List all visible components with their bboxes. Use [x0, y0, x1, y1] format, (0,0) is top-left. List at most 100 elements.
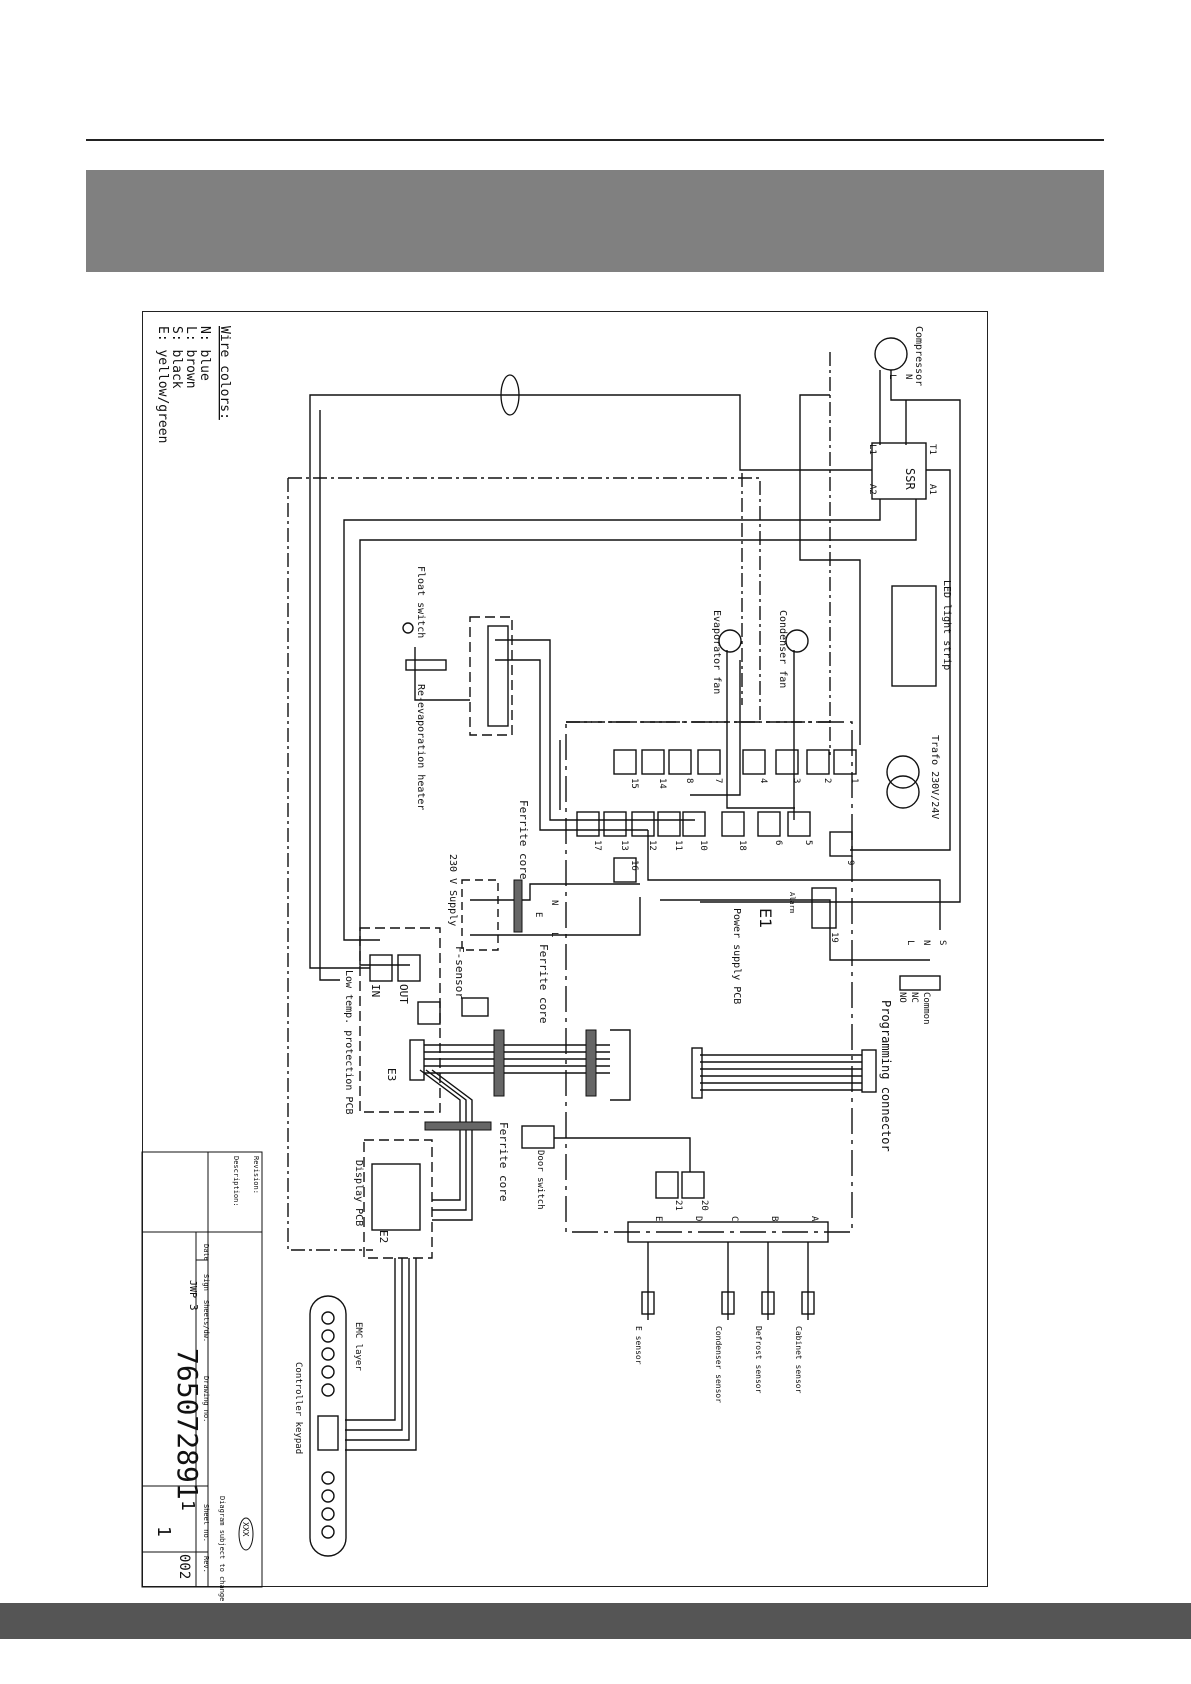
- compressor-label: Compressor: [913, 326, 924, 386]
- out-label: OUT: [397, 984, 410, 1004]
- notice-text: Diagram subject to change: [218, 1496, 226, 1601]
- wire-color-line: N: blue: [197, 326, 212, 381]
- description-label: Description:: [232, 1156, 240, 1207]
- drawing-number: 765072891: [171, 1348, 204, 1500]
- sheets-label: Sheets/dw.: [202, 1300, 210, 1342]
- terminal-number: 10: [698, 840, 708, 851]
- supply-pin: N: [549, 900, 559, 905]
- sign-label: Sign: [202, 1274, 210, 1291]
- alarm-pin: N: [921, 940, 931, 945]
- keypad-label: Controller keypad: [293, 1362, 303, 1454]
- e1-label: E1: [756, 908, 775, 928]
- ssr-pin: A1: [927, 484, 937, 495]
- sheets-value: 3: [187, 1304, 200, 1311]
- terminal-number: 15: [629, 778, 639, 789]
- logo-text: XXX: [241, 1522, 250, 1537]
- pcb-e2-outline: [363, 1139, 433, 1259]
- e2-label: E2: [377, 1230, 390, 1243]
- ssr-box: [871, 442, 927, 500]
- terminal-number: 2: [822, 778, 832, 783]
- ferrite-core-label: Ferrite core: [517, 800, 530, 879]
- evaporator-fan-label: Evaporator fan: [711, 610, 722, 694]
- sheet-no-label: Sheet no.: [202, 1504, 210, 1542]
- evaporator-fan-motor: [718, 629, 742, 653]
- terminal-number: 9: [845, 860, 855, 865]
- wire-colors-title: Wire colors:: [217, 326, 232, 420]
- condenser-sensor-label: Condenser sensor: [714, 1326, 723, 1403]
- compressor-motor: [874, 337, 908, 371]
- sign-value: JWP: [187, 1280, 198, 1298]
- sheet-of-value: 1: [153, 1526, 174, 1537]
- controller-keypad-shape: [309, 1295, 347, 1557]
- drawing-no-label: Drawing no.: [202, 1376, 210, 1422]
- terminal-number: 18: [737, 840, 747, 851]
- condenser-fan-label: Condenser fan: [777, 610, 788, 688]
- ssr-pin: L1: [867, 444, 877, 455]
- condenser-fan-motor: [785, 629, 809, 653]
- supply-label: 230 V Supply: [447, 854, 458, 926]
- power-pcb-label: Power supply PCB: [731, 908, 742, 1004]
- relay-nc-label: NC: [909, 992, 919, 1003]
- ferrite-core-label: Ferrite core: [537, 944, 550, 1023]
- programming-connector-label: Programming connector: [879, 1000, 893, 1152]
- sensor-letter: E: [653, 1216, 663, 1221]
- terminal-number: 20: [699, 1200, 709, 1211]
- in-label: IN: [369, 984, 382, 997]
- wire-color-line: L: brown: [183, 326, 198, 389]
- alarm-pin: L: [905, 940, 915, 945]
- revision-number: 002: [176, 1554, 192, 1579]
- revision-label: Revision:: [252, 1156, 260, 1194]
- terminal-number: 11: [673, 840, 683, 851]
- supply-pin: E: [533, 912, 543, 917]
- terminal-number: 13: [619, 840, 629, 851]
- door-switch-label: Door switch: [535, 1150, 545, 1210]
- terminal-number: 16: [629, 860, 639, 871]
- terminal-number: 17: [592, 840, 602, 851]
- cabinet-sensor-label: Cabinet sensor: [794, 1326, 803, 1394]
- ssr-label: SSR: [903, 468, 917, 490]
- terminal-number: 1: [849, 778, 859, 783]
- ssr-pin: T1: [927, 444, 937, 455]
- terminal-number: 19: [829, 932, 839, 943]
- terminal-number: 14: [657, 778, 667, 789]
- display-pcb-label: Display PCB: [353, 1160, 364, 1226]
- compressor-pin: L: [887, 374, 897, 379]
- sensor-letter: A: [809, 1216, 819, 1222]
- terminal-number: 21: [673, 1200, 683, 1211]
- alarm-label: Alarm: [788, 892, 796, 913]
- terminal-number: 12: [647, 840, 657, 851]
- terminal-number: 6: [773, 840, 783, 845]
- footer-band: [0, 1603, 1191, 1639]
- emc-layer-label: EMC layer: [353, 1322, 363, 1371]
- drawing-frame: [142, 311, 988, 1587]
- wire-color-line: S: black: [169, 326, 184, 389]
- sensor-letter: D: [693, 1216, 703, 1221]
- sensor-letter: B: [769, 1216, 779, 1221]
- trafo-label: Trafo 230V/24V: [929, 735, 940, 819]
- terminal-number: 7: [713, 778, 723, 783]
- compressor-pin: N: [903, 374, 913, 379]
- sensor-letter: C: [729, 1216, 739, 1221]
- wire-color-line: E: yellow/green: [155, 326, 170, 443]
- ferrite-core-label: Ferrite core: [497, 1122, 510, 1201]
- ssr-pin: A2: [867, 484, 877, 495]
- rev-label: Rev.: [202, 1556, 210, 1573]
- date-label: Date: [202, 1244, 210, 1261]
- header-band: [86, 170, 1104, 272]
- supply-pin: L: [549, 932, 559, 937]
- terminal-number: 4: [758, 778, 768, 783]
- terminal-number: 3: [791, 778, 801, 783]
- float-switch-label: Float switch: [415, 566, 426, 638]
- pcb-e1-outline: [565, 721, 853, 1233]
- defrost-sensor-label: Defrost sensor: [754, 1326, 763, 1394]
- relay-common-label: Common: [921, 992, 931, 1025]
- reevap-heater-label: Re-evaporation heater: [415, 684, 426, 810]
- low-temp-pcb-label: Low temp. protection PCB: [343, 970, 354, 1115]
- title-block: [141, 1151, 263, 1588]
- top-rule: [86, 139, 1104, 141]
- relay-no-label: NO: [897, 992, 907, 1003]
- terminal-number: 5: [803, 840, 813, 845]
- e-sensor-label: E sensor: [634, 1326, 643, 1365]
- f-sensor-label: F-sensor: [453, 946, 466, 999]
- led-strip-label: LED light strip: [941, 580, 952, 670]
